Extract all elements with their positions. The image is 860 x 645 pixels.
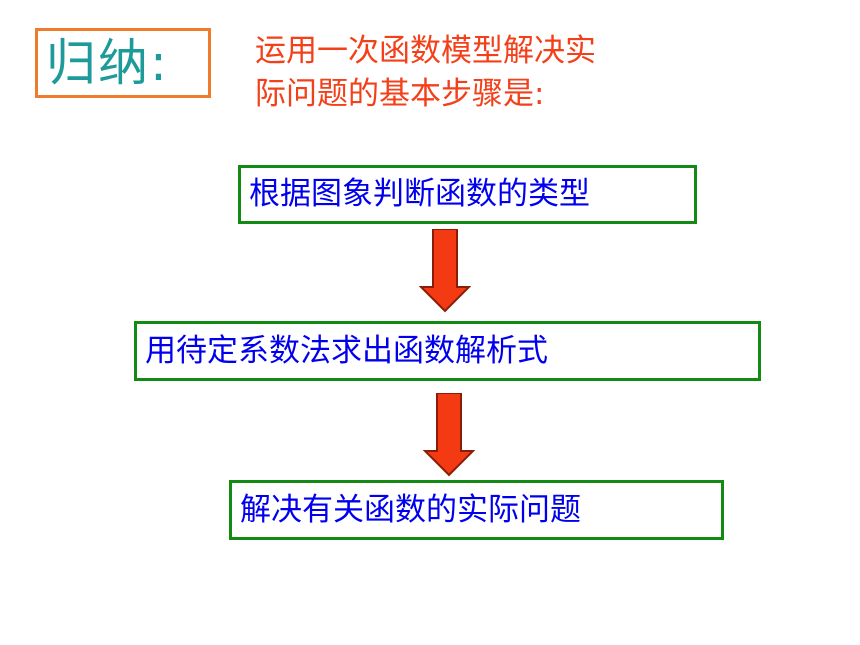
down-arrow-icon (419, 229, 471, 313)
step-box-3: 解决有关函数的实际问题 (229, 480, 724, 540)
intro-text: 运用一次函数模型解决实 际问题的基本步骤是: (255, 30, 695, 116)
intro-line-2: 际问题的基本步骤是: (255, 76, 545, 112)
step-box-2: 用待定系数法求出函数解析式 (134, 321, 761, 381)
step-3-text: 解决有关函数的实际问题 (240, 491, 581, 528)
step-1-text: 根据图象判断函数的类型 (249, 176, 590, 212)
down-arrow-shape (423, 393, 475, 477)
summary-box: 归纳: (35, 28, 211, 98)
summary-label: 归纳: (46, 34, 169, 92)
down-arrow-shape (419, 229, 471, 313)
step-2-text: 用待定系数法求出函数解析式 (145, 332, 548, 369)
intro-line-1: 运用一次函数模型解决实 (255, 33, 596, 69)
down-arrow-icon (423, 393, 475, 477)
step-box-1: 根据图象判断函数的类型 (238, 165, 697, 224)
